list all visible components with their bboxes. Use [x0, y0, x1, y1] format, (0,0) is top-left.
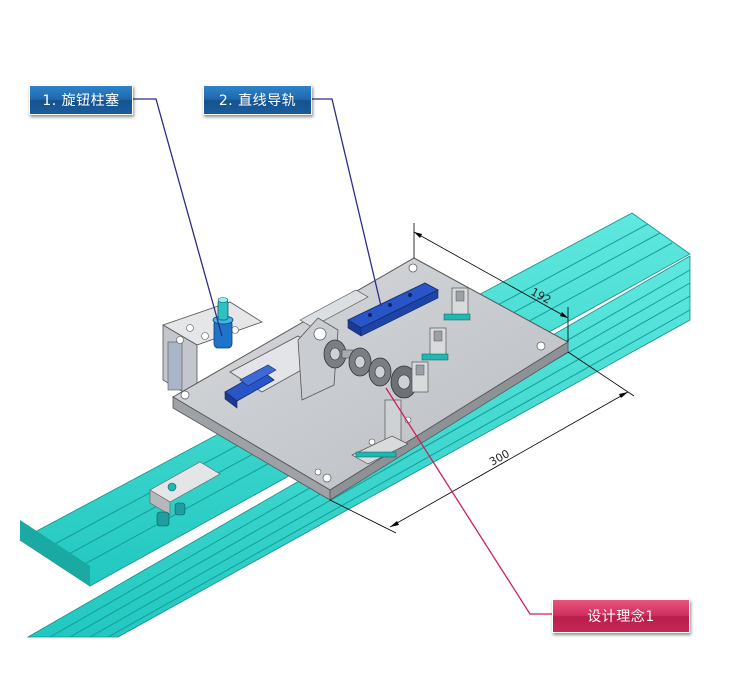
- dimension-300-label: 300: [487, 447, 512, 469]
- callout-knob-plunger[interactable]: 1. 旋钮柱塞: [29, 85, 133, 115]
- toggle-clamp-1: [443, 287, 471, 321]
- knob-plunger: [212, 297, 234, 349]
- roller-assembly: [323, 339, 418, 399]
- callout-linear-rail-label: 2. 直线导轨: [218, 93, 297, 109]
- toggle-clamp-3: [411, 361, 429, 393]
- dimension-300: 300: [329, 351, 635, 534]
- left-fixture-block: [162, 301, 263, 401]
- toggle-clamp-2: [421, 327, 449, 361]
- upright-bracket: [297, 317, 339, 401]
- callout-design-concept-label: 设计理念1: [587, 609, 655, 625]
- leader-line-linear-rail: [312, 98, 382, 307]
- linear-guide-rail: [299, 282, 439, 337]
- leader-line-design-concept: [385, 387, 552, 615]
- callout-knob-plunger-label: 1. 旋钮柱塞: [42, 93, 120, 109]
- callout-linear-rail[interactable]: 2. 直线导轨: [203, 85, 312, 115]
- lower-clamp: [149, 461, 221, 527]
- lower-bracket: [351, 399, 409, 465]
- leader-line-knob-plunger: [133, 98, 223, 337]
- callout-design-concept[interactable]: 设计理念1: [552, 599, 690, 633]
